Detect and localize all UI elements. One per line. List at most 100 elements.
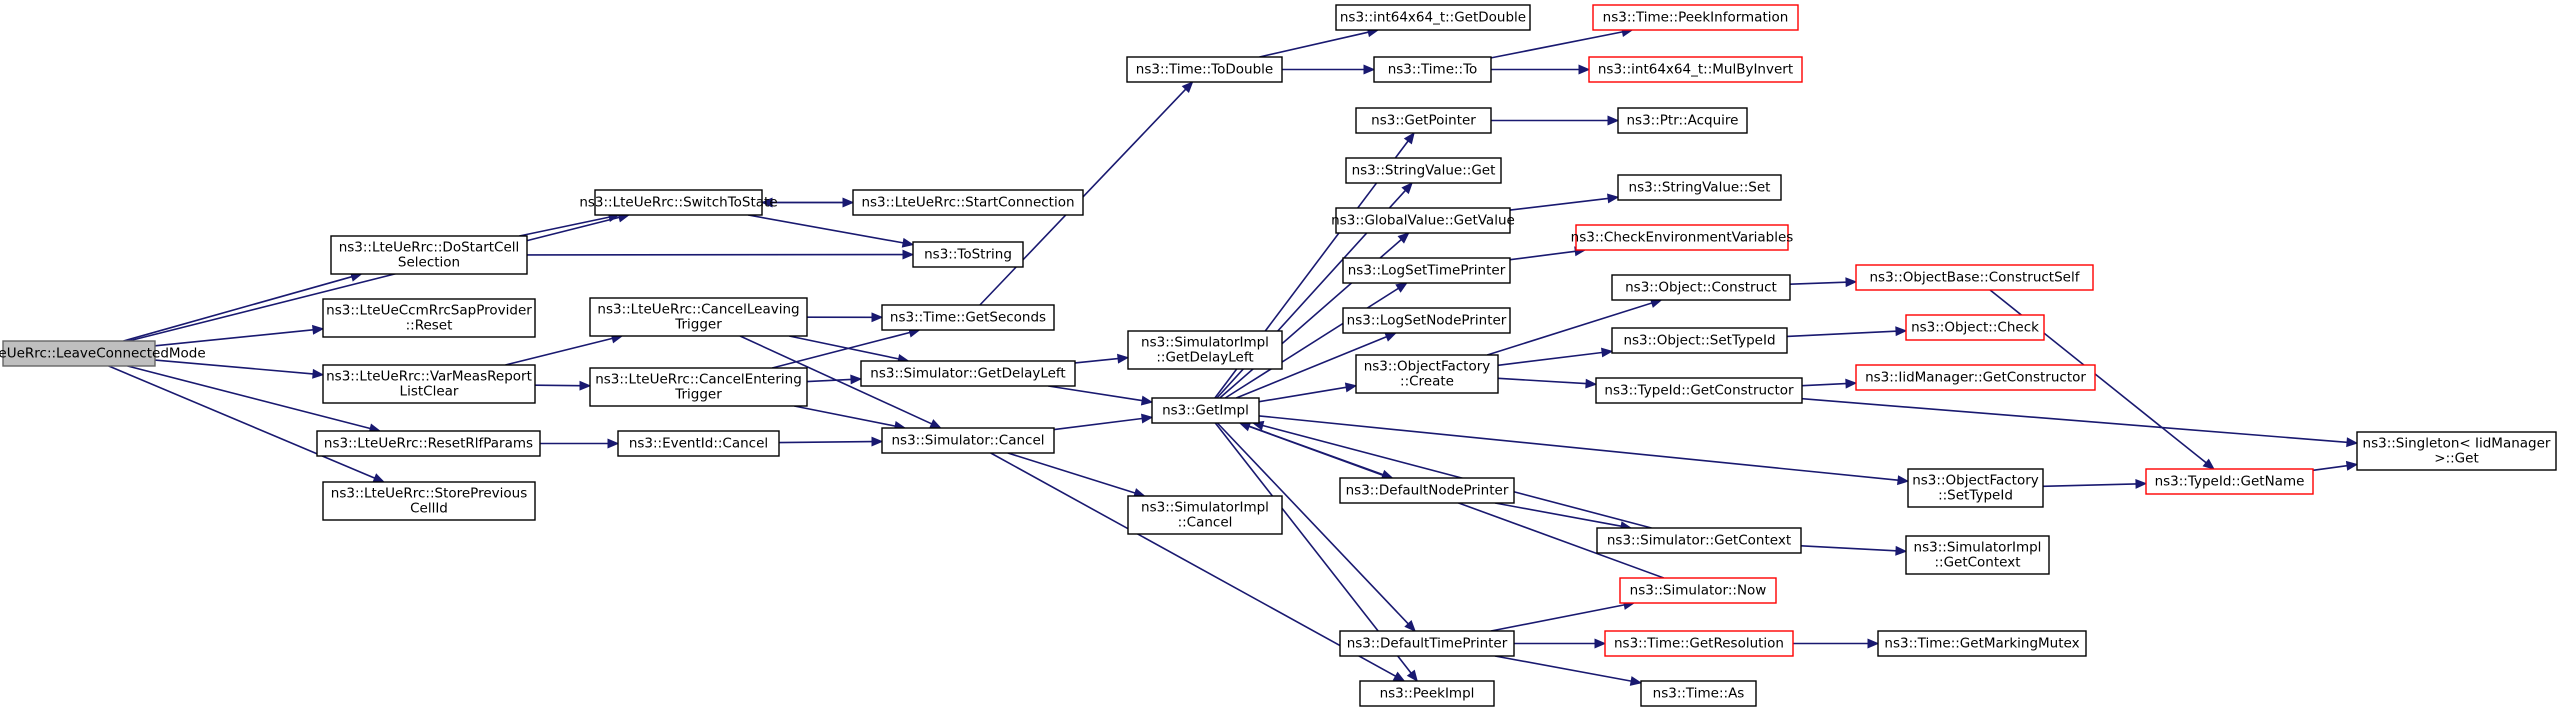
call-edge-cancelEntering-to-getDelayLeft	[806, 374, 863, 385]
call-edge-defaultTimePrinter-to-simNow	[1490, 600, 1636, 632]
arrowhead-icon	[1363, 64, 1376, 75]
node-box	[1339, 477, 1515, 504]
node-box	[589, 367, 808, 407]
call-edge-getImpl-to-logSetTimePrinter	[1224, 282, 1408, 399]
node-mulByInvert[interactable]: ns3::int64x64_t::MulByInvert	[1588, 56, 1803, 83]
node-startConn[interactable]: ns3::LteUeRrc::StartConnection	[852, 189, 1084, 216]
node-peekInfo[interactable]: ns3::Time::PeekInformation	[1592, 4, 1799, 31]
node-objFactoryCreate[interactable]: ns3::ObjectFactory::Create	[1355, 354, 1499, 394]
node-int64GetDouble[interactable]: ns3::int64x64_t::GetDouble	[1335, 4, 1531, 31]
node-checkEnv[interactable]: ns3::CheckEnvironmentVariables	[1571, 224, 1794, 251]
node-box	[1905, 535, 2050, 575]
node-box	[316, 430, 541, 457]
node-getDelayLeft[interactable]: ns3::Simulator::GetDelayLeft	[860, 360, 1076, 387]
node-label: ns3::GetImpl	[1162, 403, 1249, 419]
node-box	[589, 297, 808, 337]
node-stringValueGet[interactable]: ns3::StringValue::Get	[1345, 157, 1502, 184]
node-label: ns3::Simulator::GetContext	[1607, 533, 1791, 549]
node-simNow[interactable]: ns3::Simulator::Now	[1619, 577, 1777, 604]
node-label: ns3::LteUeCcmRrcSapProvider	[326, 303, 532, 319]
node-objCheck[interactable]: ns3::Object::Check	[1905, 314, 2045, 341]
call-edge-leave-to-varMeas	[154, 359, 325, 379]
arrowhead-icon	[579, 380, 592, 391]
node-label: ns3::Time::ToDouble	[1136, 62, 1273, 78]
node-box	[881, 304, 1055, 331]
node-defaultTimePrinter[interactable]: ns3::DefaultTimePrinter	[1339, 630, 1515, 657]
node-timeAs[interactable]: ns3::Time::As	[1640, 680, 1757, 707]
node-getResolution[interactable]: ns3::Time::GetResolution	[1604, 630, 1794, 657]
node-markingMutex[interactable]: ns3::Time::GetMarkingMutex	[1877, 630, 2087, 657]
node-implCancel[interactable]: ns3::SimulatorImpl::Cancel	[1127, 495, 1283, 535]
edge-line	[128, 216, 620, 342]
node-box	[594, 189, 763, 216]
node-simCancel[interactable]: ns3::Simulator::Cancel	[881, 427, 1055, 454]
node-toString[interactable]: ns3::ToString	[912, 241, 1024, 268]
node-toDouble[interactable]: ns3::Time::ToDouble	[1126, 56, 1283, 83]
arrowhead-icon	[1897, 475, 1910, 486]
node-logSetTimePrinter[interactable]: ns3::LogSetTimePrinter	[1342, 257, 1511, 284]
edge-line	[1262, 424, 1652, 529]
arrowhead-icon	[1140, 395, 1154, 406]
node-singletonGet[interactable]: ns3::Singleton< IidManager>::Get	[2356, 431, 2557, 471]
call-edge-simCancel-to-implCancel	[1007, 452, 1146, 498]
node-getConstructor[interactable]: ns3::TypeId::GetConstructor	[1595, 377, 1803, 404]
node-label: ns3::ToString	[924, 247, 1012, 263]
call-edge-objFactoryCreate-to-setTypeId	[1497, 347, 1614, 367]
node-eventCancel[interactable]: ns3::EventId::Cancel	[617, 430, 780, 457]
node-label: ns3::LteUeRrc::StorePrevious	[331, 486, 527, 502]
call-edge-getImpl-to-factorySetTypeId	[1258, 415, 1910, 486]
node-globalGetValue[interactable]: ns3::GlobalValue::GetValue	[1331, 207, 1515, 234]
edge-line	[1048, 385, 1143, 402]
node-resetRlf[interactable]: ns3::LteUeRrc::ResetRlfParams	[316, 430, 541, 457]
node-getImpl[interactable]: ns3::GetImpl	[1151, 397, 1260, 424]
node-timeTo[interactable]: ns3::Time::To	[1373, 56, 1492, 83]
node-typeIdGetName[interactable]: ns3::TypeId::GetName	[2145, 468, 2314, 495]
node-label: ns3::StringValue::Set	[1629, 180, 1771, 196]
node-label: ns3::int64x64_t::GetDouble	[1340, 10, 1526, 26]
node-getSeconds[interactable]: ns3::Time::GetSeconds	[881, 304, 1055, 331]
node-leave[interactable]: ns3::LteUeRrc::LeaveConnectedMode	[0, 340, 206, 367]
call-edge-timeTo-to-mulByInvert	[1491, 64, 1591, 75]
edge-line	[2312, 464, 2348, 472]
call-edge-timeTo-to-peekInfo	[1490, 27, 1634, 59]
node-simGetContext[interactable]: ns3::Simulator::GetContext	[1596, 527, 1802, 554]
node-logSetNodePrinter[interactable]: ns3::LogSetNodePrinter	[1342, 307, 1511, 334]
node-box	[1359, 680, 1495, 707]
node-iidGetConstructor[interactable]: ns3::IidManager::GetConstructor	[1855, 364, 2096, 391]
arrowhead-icon	[1141, 413, 1154, 424]
node-implDelayLeft[interactable]: ns3::SimulatorImpl::GetDelayLeft	[1127, 330, 1283, 370]
node-defaultNodePrinter[interactable]: ns3::DefaultNodePrinter	[1339, 477, 1515, 504]
node-constructSelf[interactable]: ns3::ObjectBase::ConstructSelf	[1855, 264, 2094, 291]
node-label: ns3::DefaultNodePrinter	[1346, 483, 1509, 499]
edge-line	[1053, 417, 1143, 431]
node-ptrAcquire[interactable]: ns3::Ptr::Acquire	[1617, 107, 1748, 134]
node-getPointer[interactable]: ns3::GetPointer	[1355, 107, 1492, 134]
node-label: ns3::DefaultTimePrinter	[1347, 636, 1508, 652]
arrowhead-icon	[1578, 64, 1591, 75]
node-objConstruct[interactable]: ns3::Object::Construct	[1611, 274, 1791, 301]
node-label: ::GetContext	[1934, 555, 2020, 571]
call-edge-getConstructor-to-singletonGet	[1801, 397, 2359, 448]
node-factorySetTypeId[interactable]: ns3::ObjectFactory::SetTypeId	[1907, 468, 2044, 508]
node-ccmReset[interactable]: ns3::LteUeCcmRrcSapProvider::Reset	[322, 298, 536, 338]
edge-line	[1259, 31, 1369, 58]
node-box	[1617, 174, 1782, 201]
arrowhead-icon	[901, 237, 915, 248]
node-label: ns3::StringValue::Get	[1352, 163, 1496, 179]
arrowhead-icon	[1181, 81, 1194, 93]
call-edge-getResolution-to-markingMutex	[1793, 638, 1880, 649]
node-peekImpl[interactable]: ns3::PeekImpl	[1359, 680, 1495, 707]
node-stringValueSet[interactable]: ns3::StringValue::Set	[1617, 174, 1782, 201]
node-switchToState[interactable]: ns3::LteUeRrc::SwitchToState	[579, 189, 778, 216]
arrowhead-icon	[1404, 620, 1416, 632]
node-implGetContext[interactable]: ns3::SimulatorImpl::GetContext	[1905, 535, 2050, 575]
node-box	[1640, 680, 1757, 707]
node-label: ns3::LteUeRrc::ResetRlfParams	[324, 436, 533, 452]
node-setTypeId[interactable]: ns3::Object::SetTypeId	[1611, 327, 1788, 354]
node-label: ns3::Time::As	[1653, 686, 1745, 702]
